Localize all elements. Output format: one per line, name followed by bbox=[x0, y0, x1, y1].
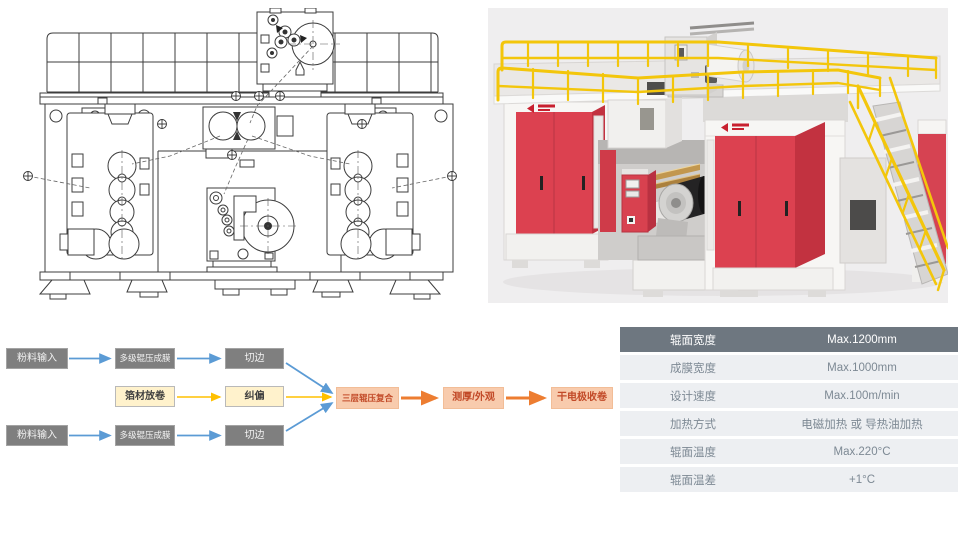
spec-value: Max.100m/min bbox=[824, 389, 900, 402]
spec-row-roll-temp-difference: 辊面温差 +1°C bbox=[620, 467, 958, 492]
spec-label: 辊面宽度 bbox=[670, 334, 716, 347]
control-cabinet bbox=[621, 169, 656, 233]
spec-value: +1°C bbox=[848, 473, 875, 486]
spec-row-roll-width: 辊面宽度 Max.1200mm bbox=[620, 327, 958, 352]
left-red-cabinet bbox=[503, 101, 609, 268]
engineering-drawing bbox=[23, 8, 457, 300]
spec-label: 加热方式 bbox=[670, 418, 716, 431]
spec-row-design-speed: 设计速度 Max.100m/min bbox=[620, 383, 958, 408]
roller-stack-left bbox=[59, 103, 154, 260]
machine-render bbox=[488, 8, 948, 303]
spec-table: 辊面宽度 Max.1200mm 成膜宽度 Max.1000mm 设计速度 Max… bbox=[620, 327, 958, 492]
staircase bbox=[848, 76, 948, 292]
center-upper-box bbox=[607, 93, 682, 149]
top-winder-unit bbox=[256, 8, 335, 98]
brand-logo-left bbox=[527, 104, 555, 113]
flow-node-dry-electrode-winding: 干电极收卷 bbox=[551, 387, 613, 409]
top-railing-grid bbox=[46, 32, 439, 93]
spec-value: Max.220°C bbox=[833, 445, 891, 458]
flow-node-powder-input-1: 粉料输入 bbox=[6, 348, 68, 369]
black-film-roll bbox=[658, 176, 710, 223]
spec-row-heating-method: 加热方式 电磁加热 或 导热油加热 bbox=[620, 411, 958, 436]
roller-stack-right bbox=[326, 103, 421, 260]
flow-node-thickness-appearance: 测厚/外观 bbox=[443, 387, 504, 409]
brass-roller bbox=[646, 174, 700, 191]
machine-render-figure bbox=[488, 8, 948, 303]
right-red-cabinet bbox=[703, 92, 848, 297]
flow-arrows bbox=[69, 353, 547, 441]
nip-roller-assembly bbox=[202, 106, 294, 168]
flow-node-three-layer-lamination: 三层辊压复合 bbox=[336, 387, 399, 409]
platform-railing bbox=[496, 40, 938, 106]
flow-node-trimming-2: 切边 bbox=[225, 425, 284, 446]
flow-node-deviation-correction: 纠偏 bbox=[225, 386, 284, 407]
brass-roller bbox=[648, 164, 700, 182]
spec-value: Max.1000mm bbox=[827, 361, 897, 374]
spec-label: 辊面温度 bbox=[670, 446, 716, 459]
flow-node-multi-stage-rolling-2: 多级辊压成膜 bbox=[115, 425, 175, 446]
brand-logo-right bbox=[721, 123, 749, 132]
spec-label: 成膜宽度 bbox=[670, 362, 716, 375]
engineering-drawing-figure bbox=[10, 8, 470, 303]
spec-value: Max.1200mm bbox=[827, 333, 897, 346]
machine-base bbox=[38, 271, 444, 300]
spec-row-film-width: 成膜宽度 Max.1000mm bbox=[620, 355, 958, 380]
spec-label: 设计速度 bbox=[670, 390, 716, 403]
flow-node-foil-unwinding: 箔材放卷 bbox=[115, 386, 175, 407]
process-flowchart: 粉料输入 多级辊压成膜 切边 箔材放卷 纠偏 粉料输入 多级辊压成膜 切边 三层… bbox=[0, 335, 615, 465]
flow-node-multi-stage-rolling-1: 多级辊压成膜 bbox=[115, 348, 175, 369]
center-laminator-unit bbox=[206, 187, 296, 296]
spec-row-roll-temperature: 辊面温度 Max.220°C bbox=[620, 439, 958, 464]
register-markers bbox=[23, 91, 457, 181]
flow-node-trimming-1: 切边 bbox=[225, 348, 284, 369]
spec-label: 辊面温差 bbox=[670, 474, 716, 487]
flow-node-powder-input-2: 粉料输入 bbox=[6, 425, 68, 446]
web-path-lines bbox=[27, 45, 453, 195]
spec-value: 电磁加热 或 导热油加热 bbox=[801, 418, 923, 431]
